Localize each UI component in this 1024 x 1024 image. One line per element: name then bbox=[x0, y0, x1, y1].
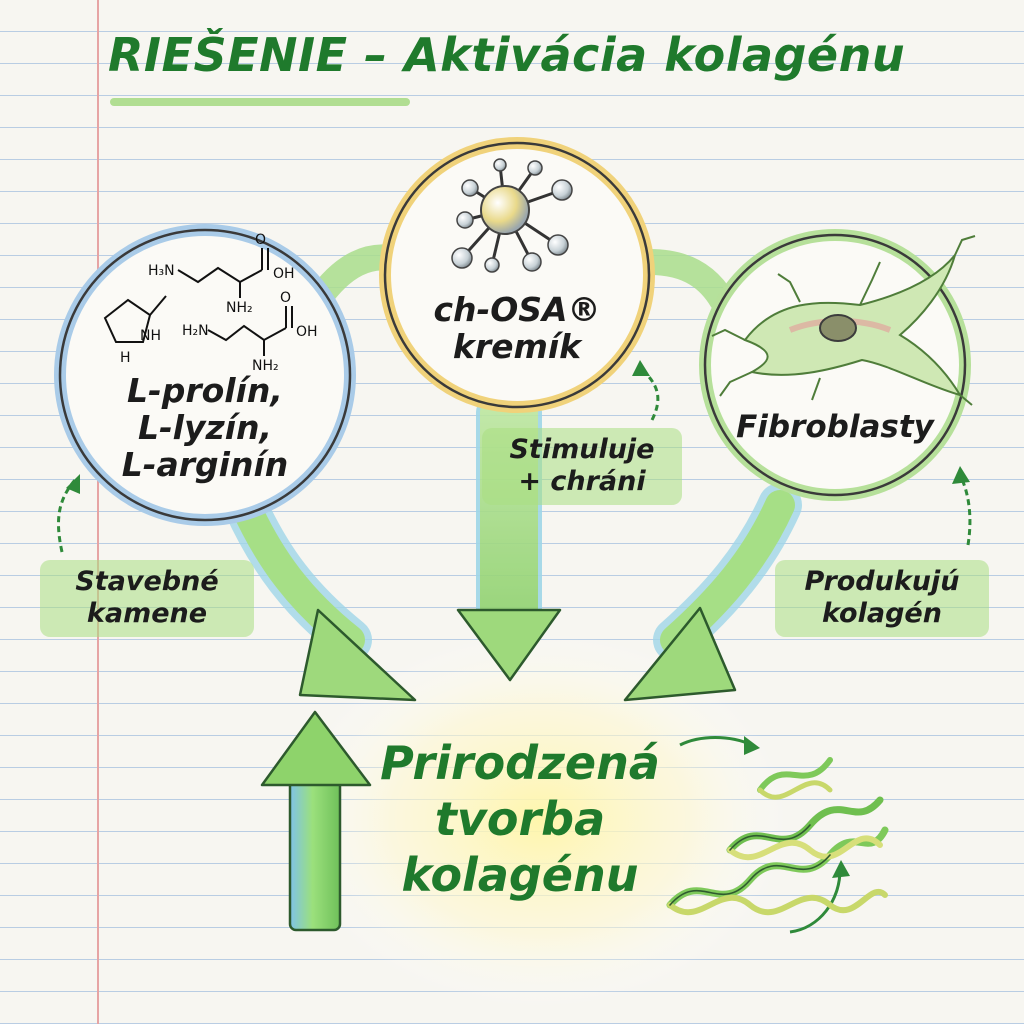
result-label: Prirodzená tvorba kolagénu bbox=[360, 735, 680, 903]
big-up-arrow bbox=[260, 710, 372, 932]
node-silicon bbox=[379, 137, 655, 413]
notebook-margin-line bbox=[97, 0, 99, 1024]
step-label-line: + chráni bbox=[518, 466, 646, 498]
step-label-stimulates: Stimuluje + chráni bbox=[482, 428, 682, 505]
amino-acids-label-line: L-lyzín, bbox=[137, 407, 273, 447]
silicon-label: ch-OSA® kremík bbox=[417, 290, 617, 366]
step-arrow-building-blocks bbox=[56, 479, 77, 553]
arrow-fibroblasts-to-result bbox=[623, 483, 802, 702]
amino-acids-label-line: L-prolín, bbox=[127, 371, 283, 410]
svg-text:NH: NH bbox=[140, 328, 161, 344]
fibroblast-cell-icon bbox=[711, 235, 976, 406]
svg-text:NH₂: NH₂ bbox=[226, 300, 253, 316]
svg-text:OH: OH bbox=[296, 324, 318, 340]
node-amino-acids: H₃N OH O NH₂ H₂N OH O NH₂ NH H bbox=[54, 224, 356, 526]
collagen-helix-icon bbox=[666, 757, 889, 916]
step-arrow-produce bbox=[958, 474, 972, 546]
amino-acids-label-line: L-arginín bbox=[121, 444, 289, 484]
connector-arc-right bbox=[637, 249, 735, 313]
fibroblasts-label: Fibroblasty bbox=[725, 410, 945, 445]
page-title: RIEŠENIE – Aktivácia kolagénu bbox=[108, 28, 906, 82]
fibroblasts-label-line: Fibroblasty bbox=[736, 409, 934, 445]
step-arrowhead-building-blocks bbox=[66, 474, 80, 494]
title-underline bbox=[110, 98, 410, 106]
step-label-produce: Produkujú kolagén bbox=[775, 560, 989, 637]
svg-text:OH: OH bbox=[273, 266, 295, 282]
helix-arrowhead-top bbox=[744, 736, 760, 755]
svg-text:O: O bbox=[255, 232, 266, 248]
result-glow bbox=[290, 630, 790, 1010]
node-fibroblasts bbox=[699, 229, 976, 501]
silicon-label-line: kremík bbox=[452, 326, 582, 366]
helix-arrow-bottom bbox=[789, 869, 842, 934]
amino-acids-label: L-prolín, L-lyzín, L-arginín bbox=[95, 371, 315, 484]
chemical-structure-icon bbox=[103, 248, 293, 356]
svg-text:H₃N: H₃N bbox=[148, 263, 175, 279]
svg-text:H₂N: H₂N bbox=[182, 323, 209, 339]
result-label-line: Prirodzená bbox=[380, 736, 660, 790]
svg-text:H: H bbox=[120, 350, 131, 366]
step-label-line: Produkujú bbox=[804, 566, 960, 597]
silicon-label-line: ch-OSA® bbox=[433, 290, 601, 329]
step-label-line: kamene bbox=[86, 598, 208, 630]
step-label-line: Stavebné bbox=[75, 566, 219, 597]
svg-text:O: O bbox=[280, 290, 291, 306]
step-arrowhead-produce bbox=[952, 466, 970, 484]
step-label-line: Stimuluje bbox=[509, 434, 655, 465]
step-arrowhead-stimulates bbox=[632, 360, 650, 376]
result-label-line: kolagénu bbox=[401, 848, 639, 903]
result-label-line: tvorba bbox=[434, 792, 606, 847]
step-label-building-blocks: Stavebné kamene bbox=[40, 560, 254, 637]
helix-arrowhead-bottom bbox=[832, 860, 850, 878]
arrow-amino-to-result bbox=[223, 483, 417, 702]
molecule-icon bbox=[451, 158, 573, 273]
svg-text:NH₂: NH₂ bbox=[252, 358, 279, 374]
step-label-line: kolagén bbox=[822, 598, 942, 630]
